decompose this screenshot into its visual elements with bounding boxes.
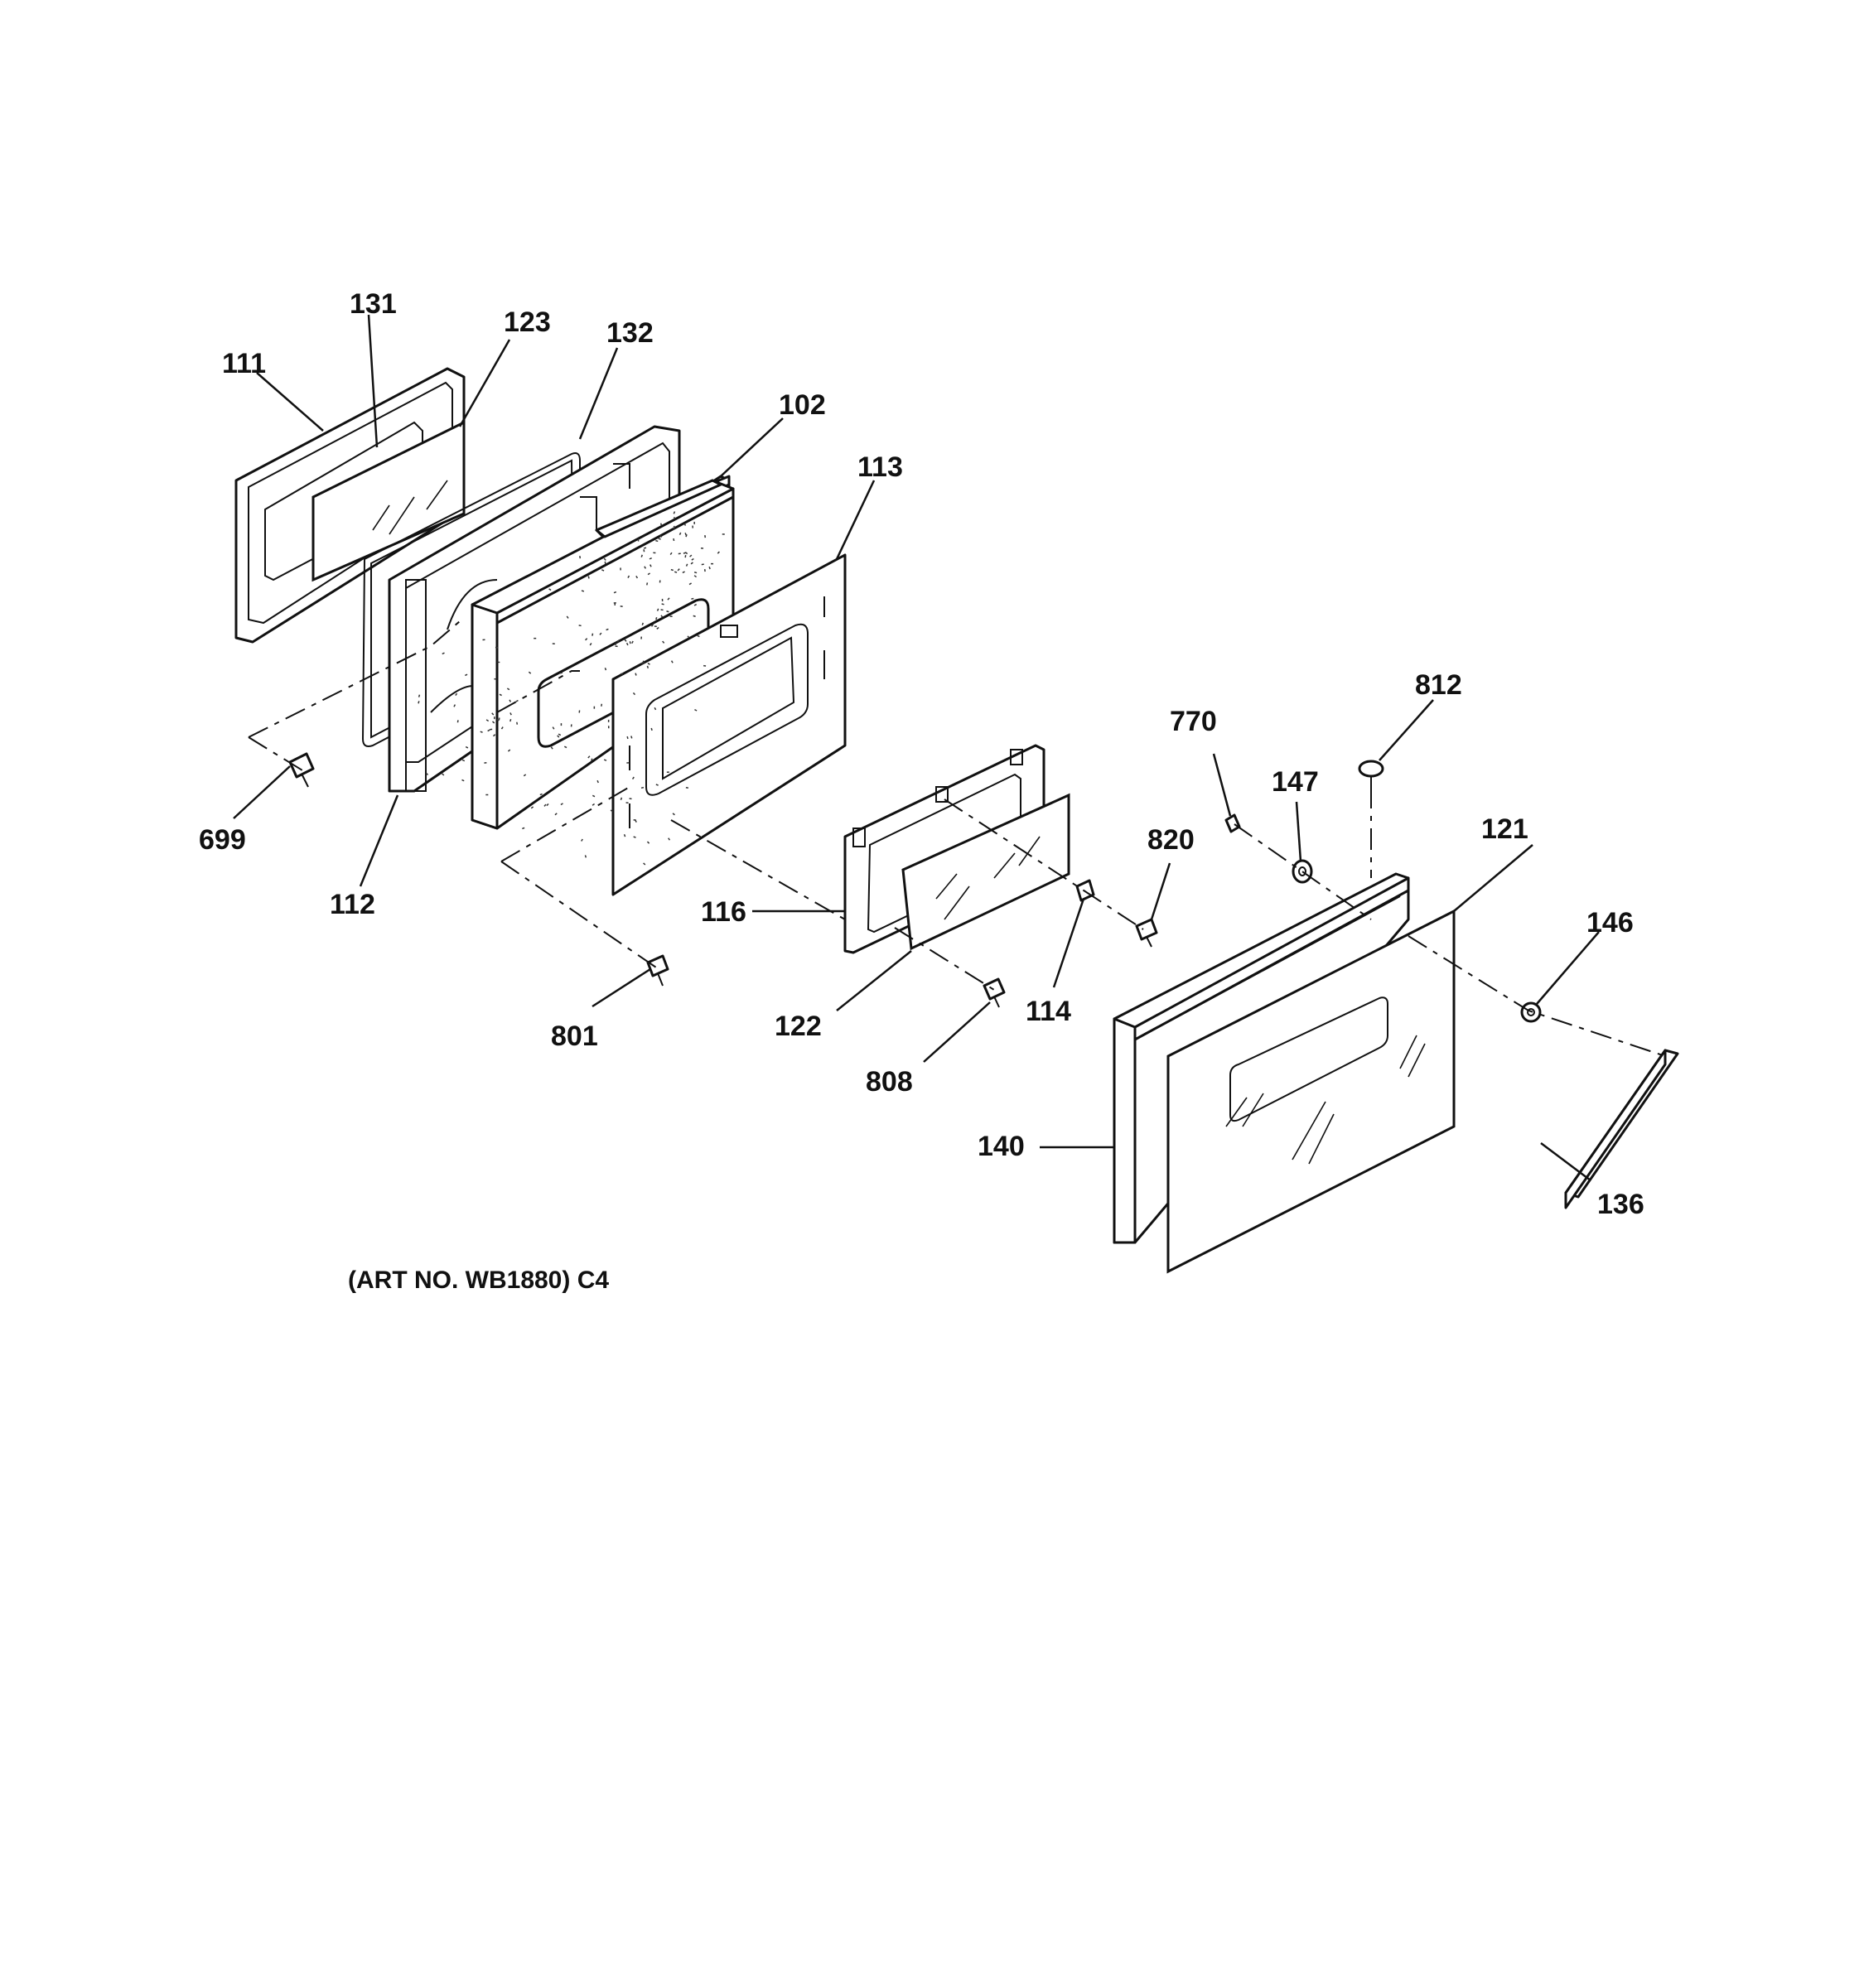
leader-lines	[233, 314, 1600, 1181]
callout-146: 146	[1586, 907, 1634, 939]
screw-812	[1358, 760, 1384, 787]
art-number-caption: (ART NO. WB1880) C4	[348, 1267, 609, 1294]
callout-820: 820	[1147, 824, 1195, 856]
callout-140: 140	[978, 1131, 1025, 1162]
washer-147	[1292, 859, 1313, 884]
callout-131: 131	[350, 288, 397, 320]
part-113-inner-panel	[611, 553, 847, 896]
callout-116: 116	[701, 896, 746, 928]
callout-122: 122	[775, 1011, 822, 1042]
screw-808	[983, 977, 1006, 1008]
callout-812: 812	[1415, 669, 1462, 701]
insulation-speckle-texture	[418, 511, 725, 866]
callout-699: 699	[199, 824, 246, 856]
part-131-glass	[311, 420, 466, 582]
screw-770	[1224, 813, 1241, 833]
callout-121: 121	[1481, 813, 1528, 845]
assembly-lines	[248, 620, 1666, 1057]
callout-123: 123	[504, 306, 551, 338]
part-122-inner-glass	[901, 793, 1070, 951]
screw-699	[288, 752, 315, 788]
clip-114	[1075, 879, 1095, 902]
callout-136: 136	[1597, 1189, 1644, 1220]
part-121-outer-glass	[1166, 909, 1456, 1274]
callout-111: 111	[222, 348, 266, 379]
callout-808: 808	[866, 1066, 913, 1098]
callout-114: 114	[1026, 996, 1071, 1027]
callout-102: 102	[779, 389, 826, 421]
part-136-trim-strip	[1564, 1049, 1679, 1209]
callout-801: 801	[551, 1021, 598, 1052]
callout-770: 770	[1170, 706, 1217, 737]
callout-113: 113	[857, 451, 903, 483]
callout-132: 132	[606, 317, 654, 349]
callout-147: 147	[1272, 766, 1319, 798]
screw-820	[1135, 918, 1158, 948]
screw-801	[646, 954, 669, 987]
callout-112: 112	[330, 889, 375, 920]
